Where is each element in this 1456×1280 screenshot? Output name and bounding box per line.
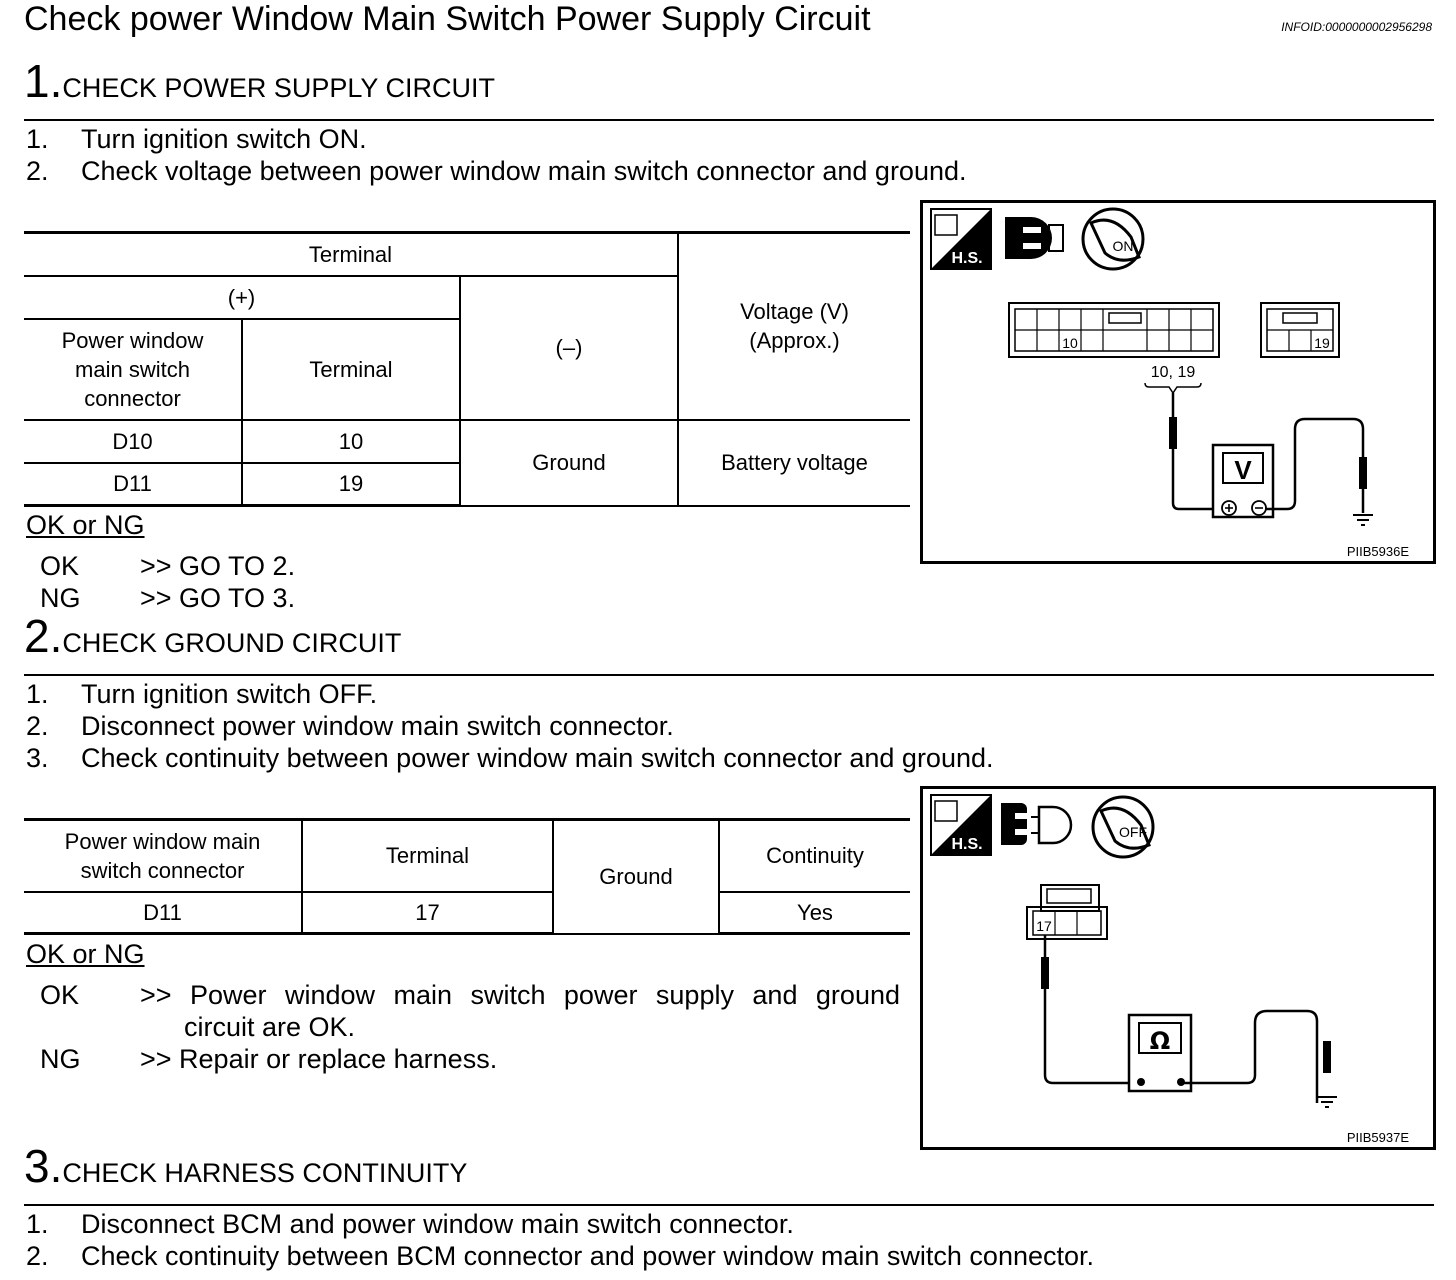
- step-1-heading: 1.CHECK POWER SUPPLY CIRCUIT: [24, 58, 495, 104]
- table-cell-connector: D10: [24, 418, 243, 464]
- table-cell-voltage: Battery voltage: [677, 418, 910, 507]
- continuity-header: Continuity: [718, 818, 910, 893]
- table-cell-terminal: 17: [301, 890, 554, 935]
- svg-text:V: V: [1234, 455, 1252, 485]
- ignition-key-icon: ON: [1081, 207, 1145, 271]
- result-ok: OK>> GO TO 2.: [40, 551, 296, 581]
- svg-text:10: 10: [1062, 335, 1078, 351]
- svg-text:19: 19: [1314, 335, 1330, 351]
- ok-ng-label: OK or NG: [26, 939, 145, 969]
- connector-header: Power window main switch connector: [24, 818, 303, 893]
- ohmmeter-icon: Ω: [1127, 1013, 1193, 1093]
- step-number: 1.: [24, 55, 63, 107]
- table-cell-connector: D11: [24, 890, 303, 935]
- step-number: 2.: [24, 610, 63, 662]
- step-2-instruction-1: 1.Turn ignition switch OFF.: [26, 679, 378, 709]
- svg-text:H.S.: H.S.: [951, 250, 982, 267]
- ok-ng-label: OK or NG: [26, 510, 145, 540]
- result-ng: NG>> Repair or replace harness.: [40, 1044, 498, 1074]
- result-ng: NG>> GO TO 3.: [40, 583, 296, 613]
- disconnected-connector-icon: [1001, 803, 1073, 845]
- svg-text:17: 17: [1036, 918, 1052, 934]
- svg-text:10, 19: 10, 19: [1151, 364, 1196, 381]
- step-1-voltage-table: Terminal Voltage (V)(Approx.) (+) (–) Po…: [24, 231, 910, 507]
- continuity-check-figure: H.S. OFF 17: [920, 786, 1436, 1150]
- connector-b-diagram: 19: [1260, 302, 1340, 358]
- voltage-check-diagram: H.S. ON 10: [930, 207, 1373, 526]
- minus-header: (–): [459, 274, 678, 421]
- divider: [24, 119, 1434, 121]
- page-title: Check power Window Main Switch Power Sup…: [24, 0, 871, 38]
- result-ok-continuation: circuit are OK.: [184, 1012, 356, 1042]
- step-3-instruction-1: 1.Disconnect BCM and power window main s…: [26, 1209, 794, 1239]
- svg-text:ON: ON: [1113, 238, 1134, 254]
- table-cell-ground: Ground: [459, 418, 679, 507]
- terminal-header: Terminal: [24, 231, 679, 277]
- info-id: INFOID:0000000002956298: [1281, 20, 1432, 34]
- voltage-check-figure: H.S. ON 10: [920, 200, 1436, 564]
- terminal-subheader: Terminal: [241, 317, 460, 421]
- step-2-instruction-2: 2.Disconnect power window main switch co…: [26, 711, 674, 741]
- table-cell-connector: D11: [24, 461, 243, 507]
- connector-diagram: 17: [1026, 884, 1108, 940]
- table-cell-terminal: 19: [241, 461, 460, 507]
- connector-a-diagram: 10: [1008, 302, 1220, 358]
- step-title: CHECK GROUND CIRCUIT: [62, 628, 402, 658]
- voltmeter-icon: V: [1211, 443, 1275, 519]
- table-cell-terminal: 10: [241, 418, 461, 464]
- ground-header: Ground: [552, 818, 720, 935]
- svg-text:Ω: Ω: [1150, 1027, 1170, 1055]
- ground-icon: [1353, 514, 1373, 526]
- step-title: CHECK HARNESS CONTINUITY: [62, 1158, 468, 1188]
- plus-header: (+): [24, 274, 461, 320]
- ground-icon: [1317, 1096, 1337, 1108]
- voltage-header: Voltage (V)(Approx.): [677, 231, 910, 421]
- step-2-heading: 2.CHECK GROUND CIRCUIT: [24, 613, 401, 659]
- svg-text:H.S.: H.S.: [951, 836, 982, 853]
- hs-icon: H.S.: [930, 794, 992, 856]
- connector-header: Power window main switch connector: [24, 317, 243, 421]
- step-2-continuity-table: Power window main switch connector Termi…: [24, 818, 910, 935]
- hs-icon: H.S.: [930, 208, 992, 270]
- continuity-check-diagram: H.S. OFF 17: [930, 794, 1337, 1108]
- step-1-instruction-1: 1.Turn ignition switch ON.: [26, 124, 367, 154]
- svg-text:OFF: OFF: [1119, 824, 1147, 840]
- figure-code: PIIB5937E: [1346, 1130, 1409, 1145]
- divider: [24, 1204, 1434, 1206]
- step-number: 3.: [24, 1140, 63, 1192]
- step-3-instruction-2: 2.Check continuity between BCM connector…: [26, 1241, 1095, 1271]
- connector-icon: [1005, 217, 1064, 259]
- figure-code: PIIB5936E: [1346, 544, 1409, 559]
- divider: [24, 674, 1434, 676]
- step-title: CHECK POWER SUPPLY CIRCUIT: [62, 73, 495, 103]
- result-ok: OK>> Power window main switch power supp…: [40, 980, 900, 1010]
- step-2-instruction-3: 3.Check continuity between power window …: [26, 743, 994, 773]
- step-3-heading: 3.CHECK HARNESS CONTINUITY: [24, 1143, 467, 1189]
- step-1-instruction-2: 2.Check voltage between power window mai…: [26, 156, 967, 186]
- table-cell-continuity: Yes: [718, 890, 910, 935]
- terminal-header: Terminal: [301, 818, 554, 893]
- ignition-key-icon: OFF: [1091, 795, 1155, 859]
